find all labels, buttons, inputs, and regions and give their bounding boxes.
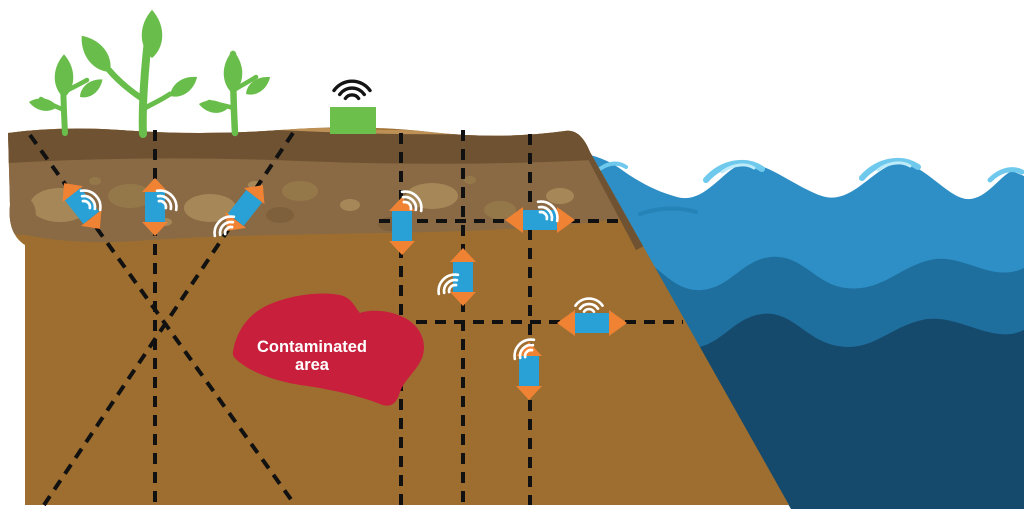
contaminated-label-line2: area bbox=[295, 356, 330, 374]
cliff-edge-shade bbox=[580, 139, 644, 251]
sensor-1 bbox=[62, 183, 102, 229]
signal-arc-icon bbox=[513, 338, 536, 361]
sensor-8 bbox=[516, 342, 542, 400]
signal-arc-icon bbox=[401, 195, 418, 212]
soil-dark-band bbox=[8, 127, 594, 164]
sensor-body-icon bbox=[575, 313, 609, 333]
sensor-tip-icon bbox=[557, 207, 575, 233]
sensor-nodes bbox=[62, 178, 627, 400]
sensor-body-icon bbox=[392, 211, 412, 241]
signal-arc-icon bbox=[400, 190, 423, 213]
sensor-tip-icon bbox=[450, 248, 476, 262]
sensor-5-signal-icon bbox=[437, 273, 460, 296]
sensor-tip-icon bbox=[609, 310, 627, 336]
sensor-tip-icon bbox=[450, 292, 476, 306]
signal-waves bbox=[79, 79, 604, 361]
signal-arc-icon bbox=[536, 200, 559, 223]
signal-arc-icon bbox=[574, 297, 604, 307]
signal-arc-icon bbox=[79, 189, 102, 212]
contaminated-blob bbox=[232, 293, 425, 406]
sensor-8-signal-icon bbox=[513, 338, 536, 361]
signal-arc-icon bbox=[81, 199, 92, 210]
sensor-6-signal-icon bbox=[536, 200, 559, 223]
sensor-tip-icon bbox=[505, 207, 523, 233]
sensor-body-icon bbox=[523, 210, 557, 230]
plant-medium-leaves bbox=[198, 50, 271, 113]
signal-arc-icon bbox=[538, 210, 549, 221]
sensor-tip-icon bbox=[142, 222, 168, 236]
sensor-body-icon bbox=[519, 356, 539, 386]
pebbles bbox=[8, 176, 574, 235]
base-station-signal-icon bbox=[332, 79, 372, 101]
sensor-body-icon bbox=[64, 188, 100, 224]
sensor-1-signal-icon bbox=[79, 189, 102, 212]
signal-arc-icon bbox=[155, 189, 178, 212]
sensor-tip-icon bbox=[243, 185, 265, 205]
signal-arc-icon bbox=[156, 194, 173, 211]
signal-arc-icon bbox=[218, 220, 235, 237]
sensor-tip-icon bbox=[389, 241, 415, 255]
signal-arc-icon bbox=[223, 225, 234, 236]
contaminated-label-line1: Contaminated bbox=[257, 338, 367, 356]
sensor-4-signal-icon bbox=[400, 190, 423, 213]
sensor-2-signal-icon bbox=[155, 189, 178, 212]
sensor-tip-icon bbox=[516, 386, 542, 400]
sensor-5 bbox=[450, 248, 476, 306]
signal-arc-icon bbox=[402, 200, 413, 211]
signal-arc-icon bbox=[582, 307, 596, 313]
plants bbox=[28, 9, 271, 138]
sensor-body-icon bbox=[227, 190, 263, 226]
sensor-6 bbox=[505, 207, 575, 233]
signal-arc-icon bbox=[332, 79, 372, 93]
signal-arc-icon bbox=[442, 278, 459, 295]
signal-arc-icon bbox=[578, 302, 600, 311]
base-station bbox=[330, 107, 376, 134]
sensor-4 bbox=[389, 197, 415, 255]
signal-arc-icon bbox=[343, 93, 361, 101]
signal-arc-icon bbox=[523, 348, 534, 359]
sensor-tip-icon bbox=[62, 183, 84, 203]
signal-arc-icon bbox=[157, 199, 168, 210]
signal-arc-icon bbox=[437, 273, 460, 296]
water-wave-layer bbox=[567, 150, 1024, 291]
signal-arc-icon bbox=[80, 194, 97, 211]
signal-arc-icon bbox=[213, 215, 236, 238]
contaminated-area: Contaminated area bbox=[232, 293, 425, 406]
signal-arc-icon bbox=[537, 205, 554, 222]
signal-arc-icon bbox=[447, 283, 458, 294]
sensor-tip-icon bbox=[142, 178, 168, 192]
sensor-2 bbox=[142, 178, 168, 236]
sensor-tip-icon bbox=[389, 197, 415, 211]
signal-arc-icon bbox=[518, 343, 535, 360]
sensor-tip-icon bbox=[80, 209, 102, 229]
plant-small-leaves bbox=[28, 54, 103, 111]
base-station-box bbox=[330, 107, 376, 134]
sensor-3-signal-icon bbox=[213, 215, 236, 238]
sensor-body-icon bbox=[453, 262, 473, 292]
sensor-7-signal-icon bbox=[574, 297, 604, 313]
sensor-tip-icon bbox=[557, 310, 575, 336]
signal-arc-icon bbox=[338, 86, 366, 97]
plant-large-leaves bbox=[81, 9, 198, 97]
sensor-7 bbox=[557, 310, 627, 336]
sensor-body-icon bbox=[145, 192, 165, 222]
